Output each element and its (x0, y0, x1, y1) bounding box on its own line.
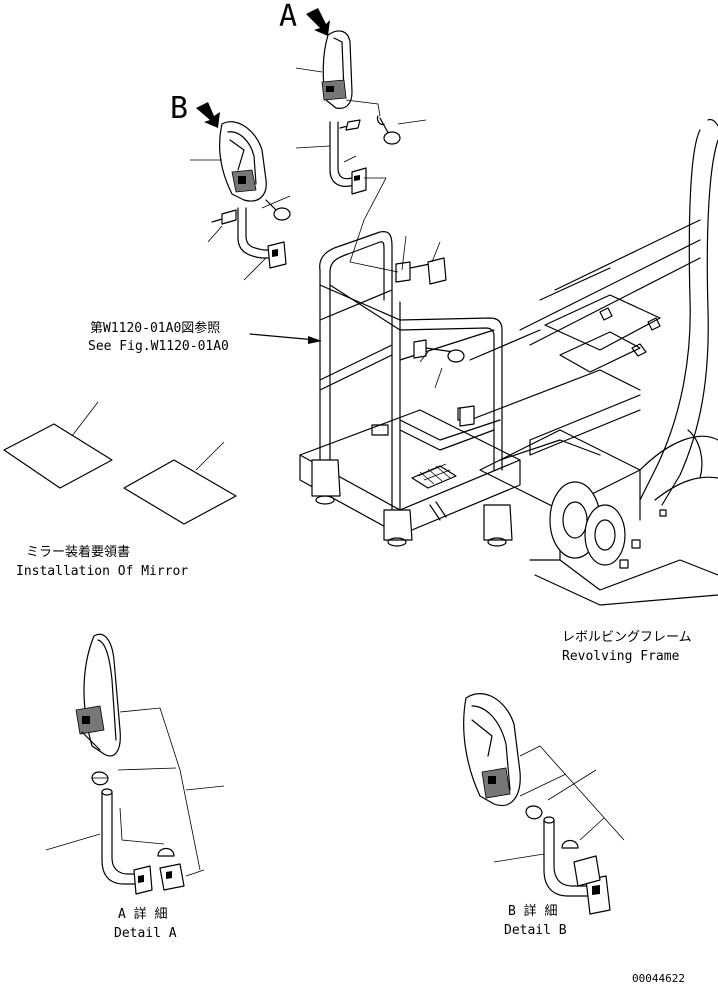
handrail (311, 231, 513, 547)
mirror-a-assembly (321, 30, 475, 427)
drawing-number: 00044622 (632, 972, 685, 985)
detail-a: A 詳 細 Detail A (45, 633, 225, 941)
revolving-frame (469, 118, 718, 606)
view-a-arrow-icon (306, 8, 330, 36)
view-b-letter: B (170, 91, 188, 126)
detail-b: B 詳 細 Detail B (463, 693, 625, 938)
leader-lines-top (190, 67, 443, 389)
view-b-arrow-icon (196, 102, 220, 128)
frame-label-en: Revolving Frame (562, 649, 680, 664)
instructions-jp: ミラー装着要領書 (26, 544, 130, 560)
reference-jp: 第W1120-01A0図参照 (90, 320, 220, 336)
detail-a-en: Detail A (114, 926, 177, 941)
reference-en: See Fig.W1120-01A0 (88, 339, 229, 354)
mirror-b-assembly (211, 121, 291, 269)
reference-note: 第W1120-01A0図参照 See Fig.W1120-01A0 (88, 320, 322, 354)
detail-b-en: Detail B (504, 923, 567, 938)
reference-arrow-icon (308, 336, 322, 344)
frame-label-group: レボルビングフレーム Revolving Frame (562, 630, 692, 664)
detail-a-jp: A 詳 細 (118, 906, 167, 922)
instructions-en: Installation Of Mirror (16, 564, 188, 579)
detail-b-jp: B 詳 細 (508, 903, 557, 919)
frame-label-jp: レボルビングフレーム (562, 630, 692, 645)
view-marker-a: A (279, 0, 330, 36)
view-marker-b: B (170, 91, 220, 128)
installation-sheets: ミラー装着要領書 Installation Of Mirror (3, 401, 237, 579)
view-a-letter: A (279, 0, 297, 34)
